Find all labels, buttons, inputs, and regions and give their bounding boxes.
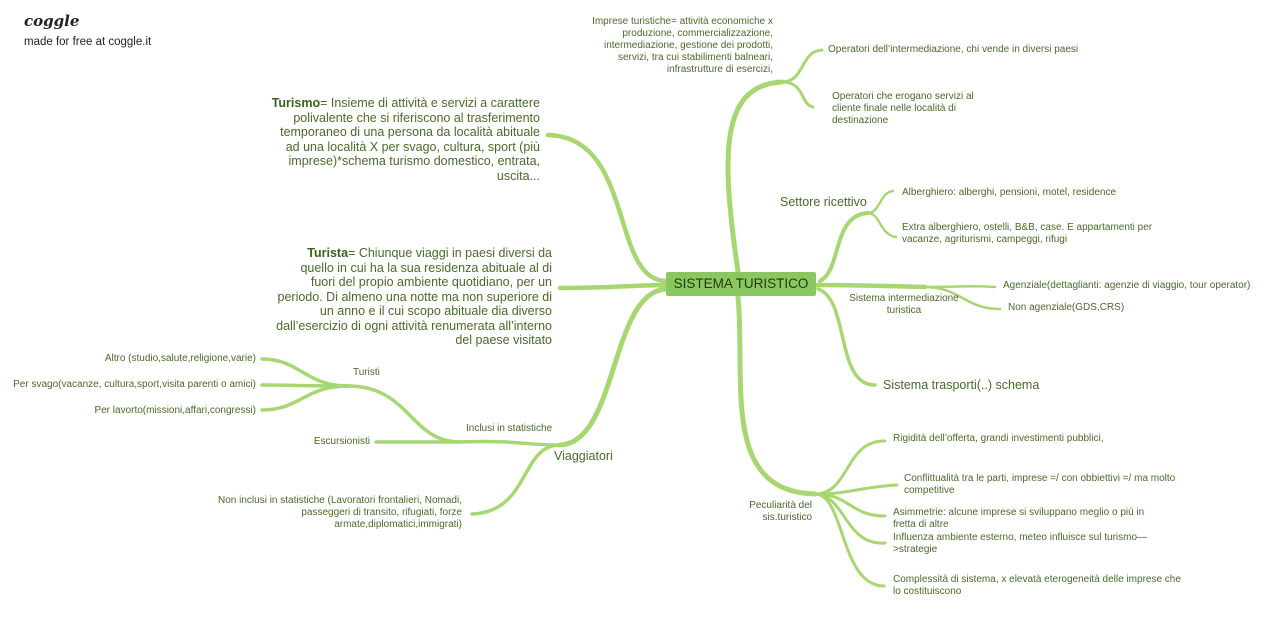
node-turisti-lavoro[interactable]: Per lavorto(missioni,affari,congressi) xyxy=(94,405,256,416)
node-sistema-trasporti[interactable]: Sistema trasporti(..) schema xyxy=(883,378,1040,392)
node-conflittualita[interactable]: Conflittualità tra le parti, imprese =/ … xyxy=(904,473,1176,496)
node-sistema-intermediazione[interactable]: Sistema intermediazione turistica xyxy=(849,293,959,316)
node-turisti-svago[interactable]: Per svago(vacanze, cultura,sport,visita … xyxy=(13,379,256,390)
node-viaggiatori[interactable]: Viaggiatori xyxy=(554,449,613,463)
branch-turismo xyxy=(545,132,669,284)
node-inclusi-statistiche[interactable]: Inclusi in statistiche xyxy=(466,423,553,434)
turismo-term: Turismo xyxy=(271,96,321,110)
node-operatori-intermediazione[interactable]: Operatori dell’intermediazione, chi vend… xyxy=(828,44,1079,55)
node-escursionisti[interactable]: Escursionisti xyxy=(313,436,370,447)
turista-term: Turista xyxy=(307,246,349,260)
node-influenza-ambiente[interactable]: Influenza ambiente esterno, meteo influi… xyxy=(893,532,1148,555)
central-node[interactable]: SISTEMA TURISTICO xyxy=(666,272,816,296)
node-imprese-turistiche[interactable]: Imprese turistiche= attività economiche … xyxy=(592,16,773,75)
branch-ricettivo xyxy=(818,211,870,283)
branch-trasporti xyxy=(816,287,877,387)
node-asimmetrie[interactable]: Asimmetrie: alcune imprese si sviluppano… xyxy=(893,507,1145,530)
node-non-inclusi-statistiche[interactable]: Non inclusi in statistiche (Lavoratori f… xyxy=(218,495,462,530)
node-alberghiero[interactable]: Alberghiero: alberghi, pensioni, motel, … xyxy=(902,187,1117,198)
branch-turista xyxy=(557,282,669,291)
node-operatori-servizi[interactable]: Operatori che erogano servizi al cliente… xyxy=(832,91,974,126)
turismo-definition: = Insieme di attività e servizi a caratt… xyxy=(280,96,540,183)
node-turismo[interactable]: Turismo= Insieme di attività e servizi a… xyxy=(270,96,540,183)
node-rigidita-offerta[interactable]: Rigidità dell’offerta, grandi investimen… xyxy=(893,433,1104,444)
node-turisti-altro[interactable]: Altro (studio,salute,religione,varie) xyxy=(104,353,256,364)
node-complessita[interactable]: Complessità di sistema, x elevatà eterog… xyxy=(893,574,1181,597)
node-extra-alberghiero[interactable]: Extra alberghiero, ostelli, B&B, case. E… xyxy=(902,222,1153,245)
branch-viaggiatori xyxy=(557,286,669,448)
branch-imprese xyxy=(725,79,785,275)
node-turisti[interactable]: Turisti xyxy=(353,367,380,378)
node-settore-ricettivo[interactable]: Settore ricettivo xyxy=(780,195,867,209)
turista-definition: = Chiunque viaggi in paesi diversi da qu… xyxy=(276,246,552,347)
node-non-agenziale[interactable]: Non agenziale(GDS,CRS) xyxy=(1008,302,1125,313)
coggle-logo[interactable]: coggle xyxy=(24,12,80,30)
brand-tagline[interactable]: made for free at coggle.it xyxy=(24,36,152,48)
branch-peculiarita xyxy=(735,294,818,497)
node-peculiarita[interactable]: Peculiarità del sis.turistico xyxy=(749,500,812,523)
node-agenziale[interactable]: Agenziale(dettaglianti: agenzie di viagg… xyxy=(1003,280,1251,291)
branch-intermediazione xyxy=(813,282,928,290)
node-turista[interactable]: Turista= Chiunque viaggi in paesi divers… xyxy=(275,246,552,348)
